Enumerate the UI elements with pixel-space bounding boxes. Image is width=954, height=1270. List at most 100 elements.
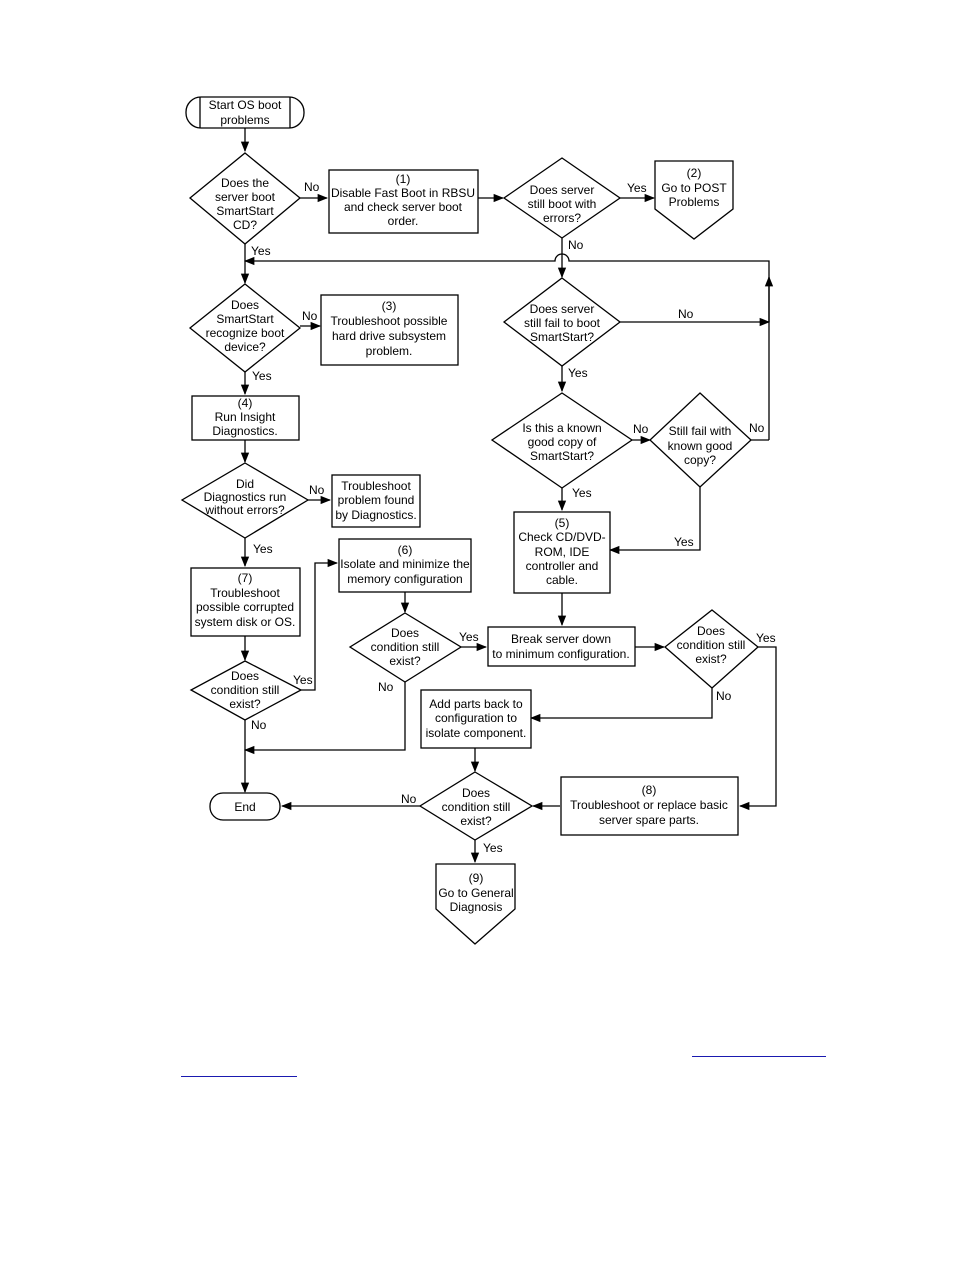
edge-label-q-cond-b-no: No [378,680,394,694]
decision-diag-line-3: without errors? [204,503,285,517]
add-parts-line-3: isolate component. [426,726,527,740]
end-terminator: End [209,792,281,821]
decision-cond-a-line-1: Does [231,669,259,683]
step2-line-1: (2) [687,166,702,180]
step6-line-2: Isolate and minimize the [340,557,470,571]
decision-still-fail-known-line-1: Still fail with [669,424,732,438]
edge-label-q-still-errors-yes: Yes [627,181,647,195]
edge-label-q-boot-cd-no: No [304,180,320,194]
decision-boot-smartstart-cd: Does the server boot SmartStart CD? [188,152,302,245]
edge-label-q-recognize-yes: Yes [252,369,272,383]
step5-line-2: Check CD/DVD- [518,530,605,544]
decision-still-errors-line-3: errors? [543,211,581,225]
decision-boot-cd-line-4: CD? [233,218,257,232]
diag-problem-line-1: Troubleshoot [341,479,411,493]
step6-line-3: memory configuration [347,572,462,586]
edge-return-to-main-line [243,253,770,322]
decision-recognize-line-2: SmartStart [216,312,274,326]
decision-cond-d-line-3: exist? [460,814,492,828]
decision-known-good-copy: Is this a known good copy of SmartStart? [490,392,634,489]
step4-line-1: (4) [238,396,253,410]
step7-line-4: system disk or OS. [195,615,296,629]
edge-label-q-recognize-no: No [302,309,318,323]
decision-boot-cd-line-1: Does the [221,176,269,190]
edge-label-q-cond-d-no: No [401,792,417,806]
step8-line-2: Troubleshoot or replace basic [570,798,728,812]
start-label-line-2: problems [220,113,269,127]
step1-line-1: (1) [396,172,411,186]
decision-condition-exist-c: Does condition still exist? [663,609,760,689]
process-diagnostics-problem: Troubleshoot problem found by Diagnostic… [331,474,421,528]
add-parts-line-1: Add parts back to [429,697,523,711]
step5-line-1: (5) [555,516,570,530]
decision-fail-boot-line-2: still fail to boot [524,316,601,330]
decision-still-fail-known-line-3: copy? [684,453,716,467]
step3-line-4: problem. [366,344,413,358]
decision-cond-d-line-2: condition still [442,800,511,814]
process-step-4: (4) Run Insight Diagnostics. [191,395,300,441]
decision-still-fail-known-line-2: known good [668,439,733,453]
decision-cond-b-line-1: Does [391,626,419,640]
step1-line-2: Disable Fast Boot in RBSU [331,186,475,200]
decision-known-good-line-3: SmartStart? [530,449,594,463]
step7-line-1: (7) [238,571,253,585]
connectors [240,128,777,864]
decision-recognize-line-1: Does [231,298,259,312]
decision-cond-a-line-2: condition still [211,683,280,697]
step1-line-3: and check server boot [344,200,463,214]
edge-label-q-cond-c-yes: Yes [756,631,776,645]
start-label-line-1: Start OS boot [209,98,282,112]
decision-diag-line-2: Diagnostics run [204,490,287,504]
decision-cond-d-line-1: Does [462,786,490,800]
decision-still-errors-line-1: Does server [530,183,595,197]
step5-line-3: ROM, IDE [535,545,590,559]
edge-label-q-fail-known-no: No [749,421,765,435]
edge-label-q-known-good-yes: Yes [572,486,592,500]
decision-diag-line-1: Did [236,477,254,491]
decision-still-errors-line-2: still boot with [528,197,597,211]
offpage-step-9: (9) Go to General Diagnosis [435,863,516,945]
decision-fail-boot-smartstart: Does server still fail to boot SmartStar… [502,277,622,367]
add-parts-line-2: configuration to [435,711,517,725]
step4-line-2: Run Insight [215,410,276,424]
break-down-line-1: Break server down [511,632,611,646]
decision-boot-cd-line-2: server boot [215,190,276,204]
edge-q-cond-c-yes-to-step8 [738,646,777,811]
step5-line-4: controller and [526,559,599,573]
offpage-step-2: (2) Go to POST Problems [654,160,734,240]
start-terminator: Start OS boot problems [185,96,305,129]
step3-line-2: Troubleshoot possible [331,314,448,328]
step1-line-4: order. [388,214,419,228]
edge-q-cond-b-no-to-main [243,682,406,755]
edge-label-q-known-good-no: No [633,422,649,436]
process-step-5: (5) Check CD/DVD- ROM, IDE controller an… [513,511,611,594]
link-underline-2[interactable] [181,1076,297,1077]
edge-label-q-fail-known-yes: Yes [674,535,694,549]
decision-fail-boot-line-1: Does server [530,302,595,316]
process-step-8: (8) Troubleshoot or replace basic server… [560,776,739,836]
decision-known-good-line-1: Is this a known [522,421,601,435]
decision-condition-exist-b: Does condition still exist? [348,612,463,683]
step9-line-3: Diagnosis [450,900,503,914]
process-step-3: (3) Troubleshoot possible hard drive sub… [320,294,459,366]
edge-label-q-fail-boot-no: No [678,307,694,321]
step4-line-3: Diagnostics. [212,424,277,438]
edge-label-q-cond-c-no: No [716,689,732,703]
shapes: Start OS boot problems Does the server b… [180,96,760,945]
step3-line-1: (3) [382,299,397,313]
edge-label-q-boot-cd-yes: Yes [251,244,271,258]
step9-line-1: (9) [469,871,484,885]
step9-line-2: Go to General [438,886,513,900]
step7-line-2: Troubleshoot [210,586,280,600]
process-step-6: (6) Isolate and minimize the memory conf… [338,538,472,593]
edge-q-cond-c-no-to-add-parts [529,688,713,723]
decision-cond-b-line-2: condition still [371,640,440,654]
process-step-7: (7) Troubleshoot possible corrupted syst… [190,567,301,637]
decision-recognize-boot-device: Does SmartStart recognize boot device? [188,283,302,373]
link-underline-1[interactable] [692,1056,826,1057]
edge-label-q-diag-yes: Yes [253,542,273,556]
edge-label-q-cond-b-yes: Yes [459,630,479,644]
step8-line-3: server spare parts. [599,813,699,827]
process-break-server-down: Break server down to minimum configurati… [487,626,636,667]
